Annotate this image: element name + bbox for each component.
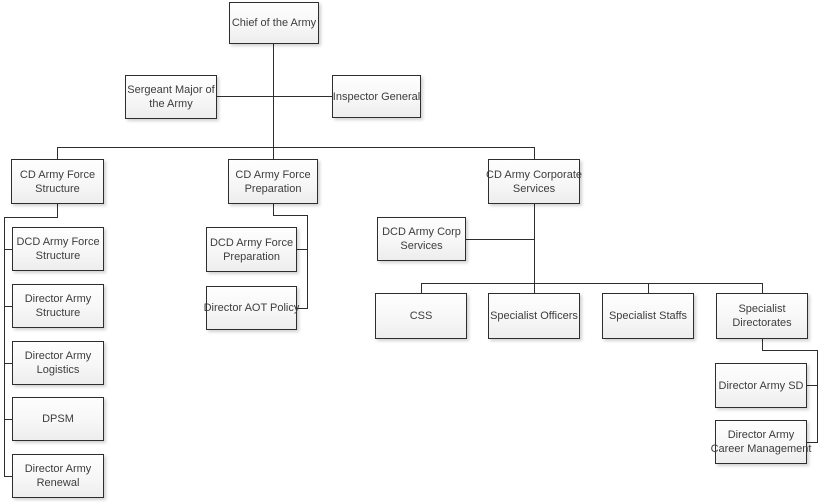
org-node-director-army-renewal: Director Army Renewal	[12, 454, 104, 498]
org-node-dcd-army-corp-services: DCD Army Corp Services	[377, 217, 466, 261]
connector-stub-director-aot-policy	[297, 308, 308, 309]
org-node-dcd-army-force-preparation: DCD Army Force Preparation	[206, 227, 297, 272]
connector-force-structure-drop	[57, 204, 58, 218]
org-node-dcd-army-force-structure: DCD Army Force Structure	[12, 227, 104, 271]
connector-stub-dcd-corp-services	[466, 239, 534, 240]
connector-css-drop	[421, 283, 422, 294]
connector-level3-left-drop	[57, 147, 58, 159]
org-node-director-army-career-management: Director Army Career Management	[711, 420, 811, 464]
org-node-chief-of-the-army: Chief of the Army	[229, 2, 319, 44]
connector-stub-dcd-force-preparation	[297, 249, 308, 250]
connector-staff-horizontal	[217, 96, 333, 97]
org-node-director-aot-policy: Director AOT Policy	[204, 286, 299, 330]
connector-level3-horizontal	[57, 147, 535, 148]
org-node-director-army-logistics: Director Army Logistics	[12, 341, 104, 385]
org-node-specialist-officers: Specialist Officers	[488, 293, 580, 339]
connector-stub-director-army-sd	[807, 385, 818, 386]
org-node-inspector-general: Inspector General	[332, 75, 421, 118]
connector-force-preparation-rail-top	[273, 215, 308, 216]
connector-force-preparation-drop	[273, 204, 274, 216]
org-node-cd-army-corporate-services: CD Army Corporate Services	[486, 159, 582, 204]
connector-specialist-staffs-drop	[648, 283, 649, 294]
org-node-director-army-sd: Director Army SD	[715, 363, 807, 408]
connector-trunk-vertical	[273, 44, 274, 160]
org-node-dpsm: DPSM	[12, 397, 104, 441]
connector-directorates-rail-top	[762, 350, 818, 351]
connector-stub-director-army-renewal	[4, 476, 13, 477]
connector-directorates-drop	[762, 339, 763, 351]
connector-stub-dcd-force-structure	[4, 249, 13, 250]
org-node-specialist-directorates: Specialist Directorates	[716, 293, 808, 339]
connector-directorates-rail	[817, 350, 818, 443]
org-node-cd-army-force-preparation: CD Army Force Preparation	[228, 159, 318, 204]
connector-stub-dpsm	[4, 419, 13, 420]
connector-force-structure-rail	[4, 217, 5, 477]
connector-force-preparation-rail	[307, 215, 308, 309]
org-node-director-army-structure: Director Army Structure	[12, 284, 104, 328]
connector-level3-right-drop	[534, 147, 535, 159]
connector-force-structure-rail-top	[4, 217, 58, 218]
connector-stub-director-army-logistics	[4, 363, 13, 364]
connector-corporate-children-horizontal	[421, 283, 763, 284]
connector-corporate-services-drop	[534, 204, 535, 284]
connector-specialist-directorates-drop	[762, 283, 763, 294]
org-node-specialist-staffs: Specialist Staffs	[602, 293, 694, 339]
connector-stub-director-army-career	[807, 442, 818, 443]
connector-specialist-officers-drop	[534, 283, 535, 294]
org-node-cd-army-force-structure: CD Army Force Structure	[11, 159, 104, 204]
org-node-css: CSS	[375, 293, 467, 339]
org-node-sergeant-major: Sergeant Major of the Army	[125, 75, 217, 119]
connector-stub-director-army-structure	[4, 306, 13, 307]
